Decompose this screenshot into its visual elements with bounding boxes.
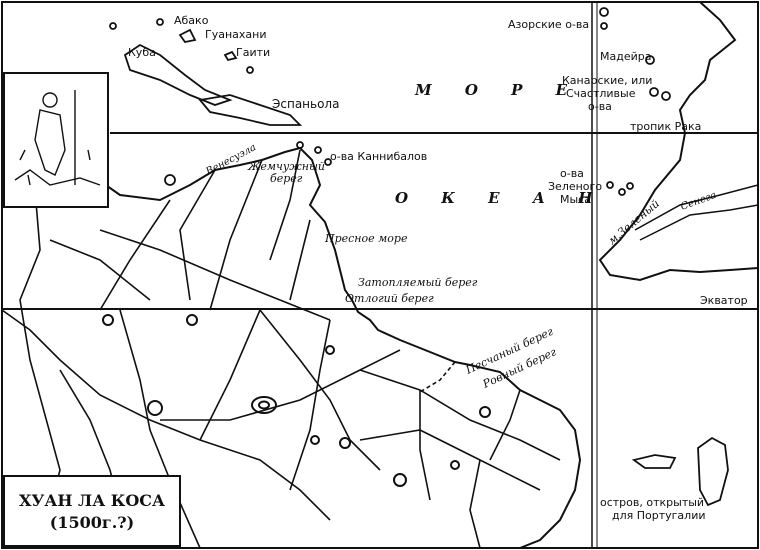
label-kuba: Куба <box>128 46 156 59</box>
label-pearl-1: Жемчужный <box>247 160 325 173</box>
label-gaiti: Гаити <box>236 46 270 59</box>
label-pearl-2: берег <box>270 172 303 185</box>
label-cannibals: о-ва Каннибалов <box>330 150 427 163</box>
saint-christopher-figure <box>14 90 101 186</box>
label-portugal-2: для Португалии <box>612 509 706 522</box>
africa-coast <box>598 1 759 282</box>
label-canary-2: Счастливые <box>566 87 636 100</box>
label-madeira: Мадейра <box>600 50 651 63</box>
label-gentle-coast: Отлогий берег <box>345 292 434 305</box>
label-guanahani: Гуанахани <box>205 28 266 41</box>
label-cape-verde-1: о-ва <box>560 167 584 180</box>
label-flooded-coast: Затопляемый берег <box>358 276 478 289</box>
label-cape-verde-3: Мыса <box>560 193 591 206</box>
label-espanola: Эспаньола <box>272 97 339 111</box>
lakes <box>102 314 491 487</box>
label-canary-1: Канарские, или <box>562 74 652 87</box>
inset-frame <box>3 72 109 208</box>
map-title: ХУАН ЛА КОСА <box>19 491 165 510</box>
south-america-coast <box>1 118 582 549</box>
caribbean-islands <box>109 18 332 186</box>
label-cape-verde-2: Зеленого <box>548 180 602 193</box>
label-portugal-1: остров, открытый <box>600 496 704 509</box>
sea-label-okean: О К Е А Н <box>395 189 606 207</box>
map-date: (1500г.?) <box>50 513 134 532</box>
title-box <box>3 475 181 547</box>
senegal-river-2 <box>639 204 759 241</box>
label-cape-green: м.Зеленый <box>606 197 662 247</box>
atlantic-islands <box>599 7 729 507</box>
label-tropic: тропик Рака <box>630 120 701 133</box>
label-azores: Азорские о-ва <box>508 18 589 31</box>
dashed-coast <box>419 361 456 393</box>
senegal-river <box>634 184 759 231</box>
sea-label-more: М О Р Е <box>414 81 581 99</box>
label-fresh-sea: Пресное море <box>324 232 408 245</box>
label-senegal: Сенега <box>679 190 718 213</box>
interior-lines <box>1 129 561 549</box>
label-equator: Экватор <box>700 294 748 307</box>
label-canary-3: о-ва <box>588 100 612 113</box>
label-abako: Абако <box>174 14 209 27</box>
